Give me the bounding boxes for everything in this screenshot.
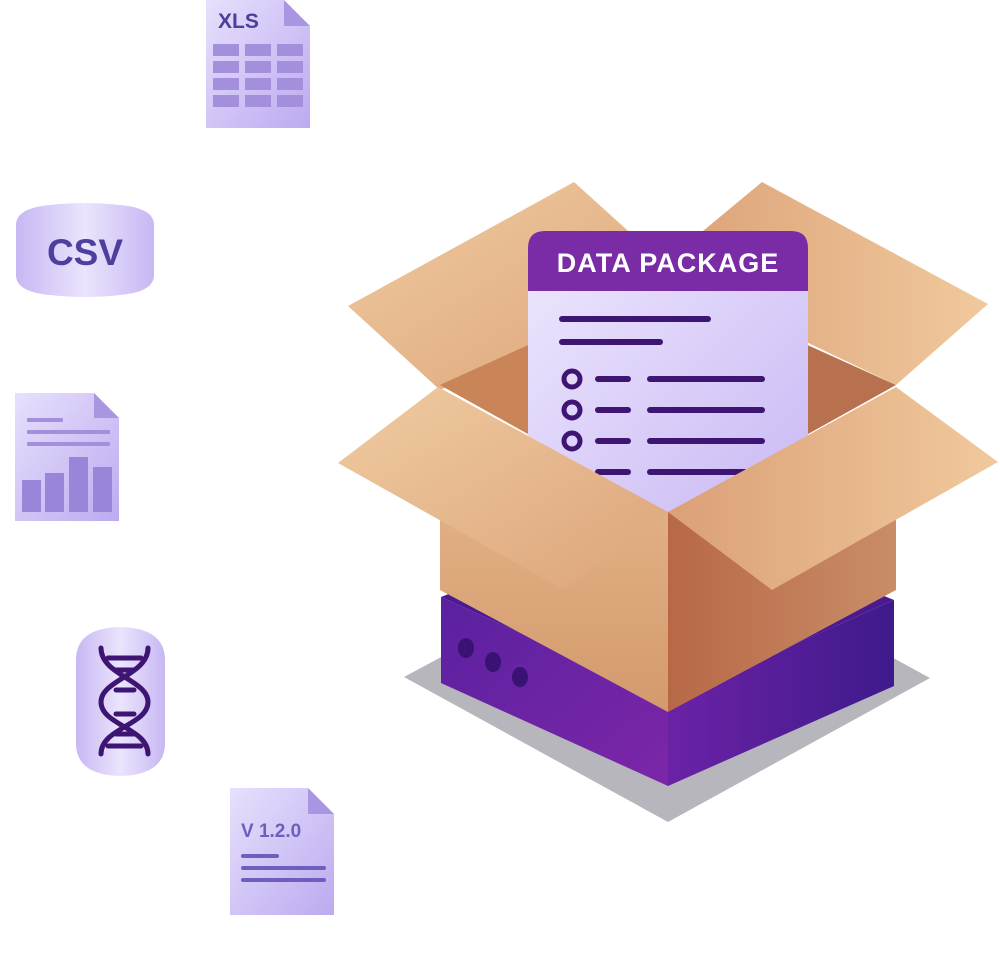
version-label: V 1.2.0 bbox=[241, 821, 301, 842]
box-front-right-flap bbox=[668, 387, 998, 590]
dna-helix-icon bbox=[98, 645, 151, 757]
version-document-icon: V 1.2.0 bbox=[230, 788, 334, 915]
data-package-title: DATA PACKAGE bbox=[557, 248, 780, 278]
document-header bbox=[528, 231, 808, 291]
dna-file-icon bbox=[76, 627, 165, 776]
box-front-left-flap bbox=[338, 387, 668, 590]
checklist-item bbox=[561, 399, 765, 421]
bar-chart-icon bbox=[22, 457, 112, 512]
csv-file-icon: CSV bbox=[16, 203, 154, 297]
csv-label: CSV bbox=[47, 232, 123, 273]
data-package-document: DATA PACKAGE bbox=[528, 231, 808, 512]
package-box: DATA PACKAGE bbox=[338, 182, 998, 822]
spreadsheet-grid-icon bbox=[213, 44, 303, 107]
xls-file-icon: XLS bbox=[206, 0, 310, 128]
report-chart-document-icon bbox=[15, 393, 119, 521]
server-indicator-dots bbox=[458, 638, 528, 687]
xls-label: XLS bbox=[218, 10, 259, 33]
checklist-item bbox=[561, 430, 765, 452]
checklist-item bbox=[561, 368, 765, 390]
